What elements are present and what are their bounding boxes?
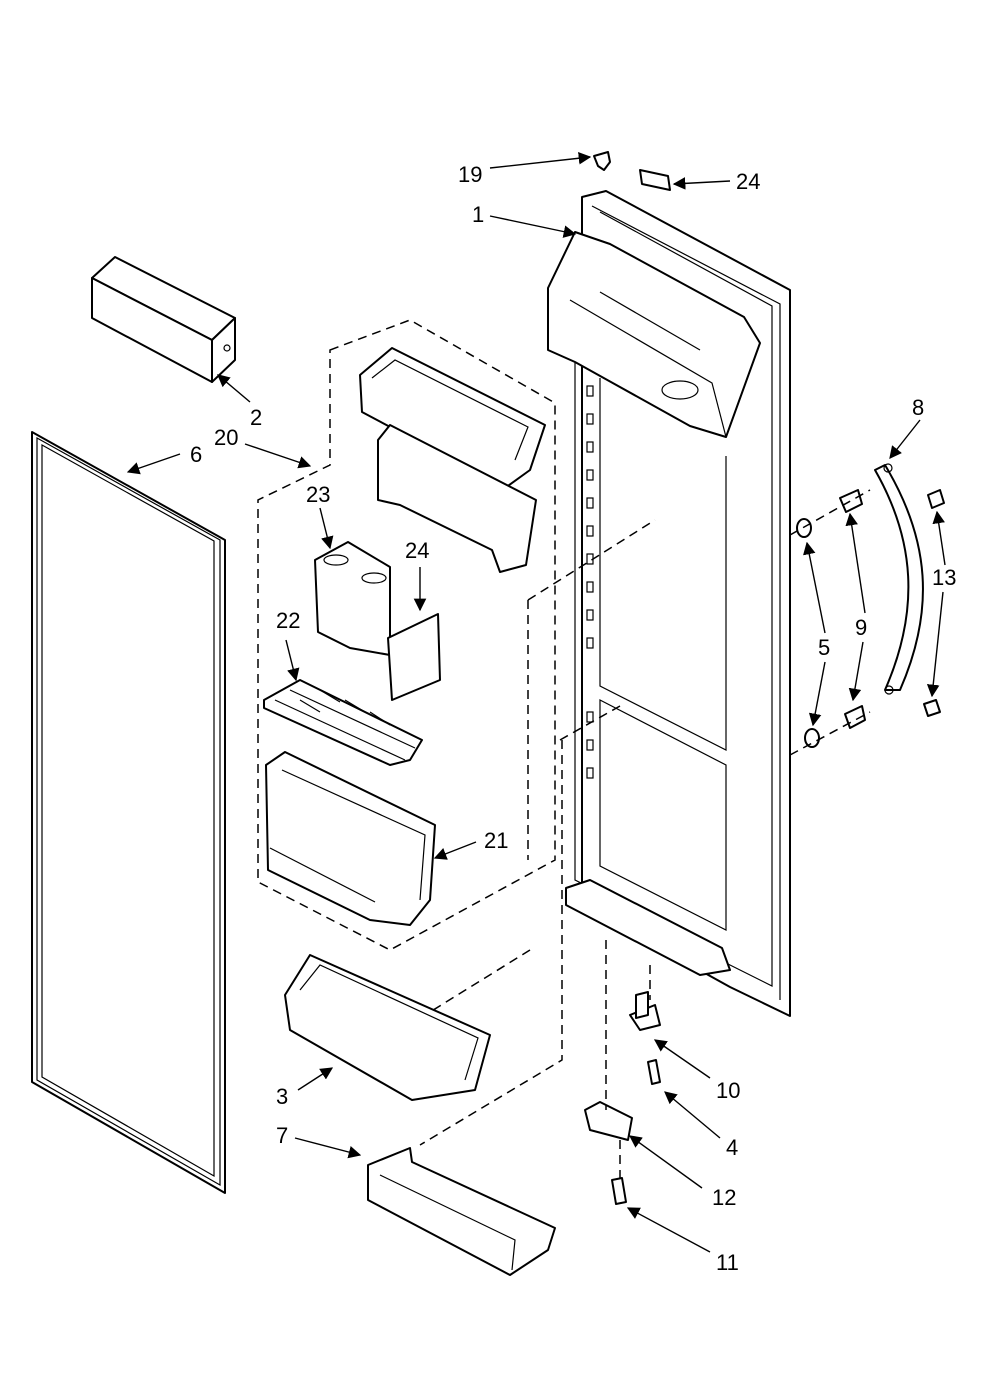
handle-bushing-part (796, 518, 820, 748)
callout-10: 10 (716, 1078, 740, 1103)
door-bin-part (284, 954, 491, 1101)
callout-13: 13 (932, 565, 956, 590)
callout-19: 20 (214, 425, 238, 450)
upper-bin-part (359, 347, 546, 573)
label-part (639, 169, 671, 191)
callout-8: 8 (912, 395, 924, 420)
callout-9: 9 (855, 615, 867, 640)
dispenser-assembly-outline (257, 319, 556, 951)
callout-2: 2 (250, 405, 262, 430)
callout-7: 7 (276, 1123, 288, 1148)
callout-11: 11 (716, 1250, 739, 1275)
door-gasket-part (31, 431, 226, 1194)
callout-labels: 19 24 1 2 6 20 23 24 22 21 3 7 8 5 9 13 … (190, 162, 956, 1275)
callout-16: 19 (458, 162, 482, 187)
callout-3: 3 (276, 1084, 288, 1109)
dispenser-bin-part (265, 751, 436, 926)
door-flap-part (387, 613, 441, 701)
door-rail-part (367, 1147, 556, 1276)
setscrew-part (923, 489, 945, 717)
alignment-lines (419, 489, 871, 1180)
shelf-grid-part (263, 679, 423, 766)
hinge-screw-part (647, 1059, 661, 1085)
leader-arrows (126, 151, 946, 1253)
callout-20: 21 (484, 828, 508, 853)
callout-12: 12 (712, 1185, 736, 1210)
dispenser-cover-part (91, 256, 236, 383)
callout-5: 5 (818, 635, 830, 660)
handle-part (874, 463, 924, 695)
callout-4: 4 (726, 1135, 738, 1160)
callout-1: 1 (472, 202, 484, 227)
handle-screw-part (839, 489, 866, 729)
ice-bucket-insert-part (314, 541, 391, 656)
door-liner-part (547, 190, 791, 1017)
lower-hinge-part (584, 1101, 633, 1141)
callout-6: 6 (190, 442, 202, 467)
hinge-pin-part (629, 991, 661, 1031)
callout-23: 24 (405, 538, 429, 563)
lower-hinge-screw-part (611, 1177, 627, 1205)
callout-24: 24 (736, 169, 760, 194)
top-plug-part (593, 151, 611, 171)
callout-21: 22 (276, 608, 300, 633)
callout-22: 23 (306, 482, 330, 507)
